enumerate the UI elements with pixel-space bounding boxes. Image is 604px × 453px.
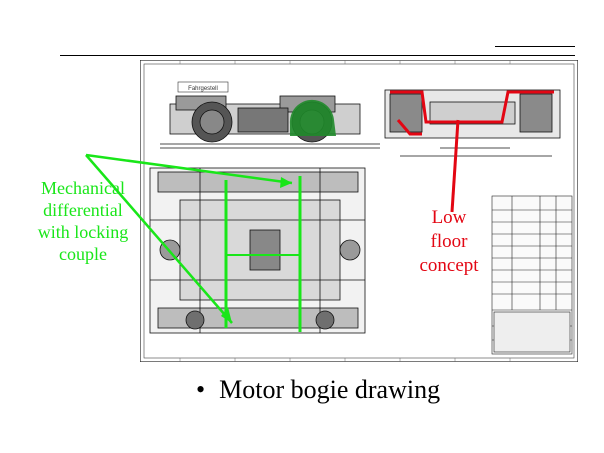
bullet-text: Motor bogie drawing bbox=[219, 375, 441, 404]
low-floor-callout: Low floor concept bbox=[404, 206, 494, 278]
differential-callout-line-1: Mechanical bbox=[41, 178, 125, 198]
bullet-glyph: • bbox=[196, 375, 206, 404]
title-rule-short bbox=[495, 46, 575, 47]
differential-callout: Mechanical differential with locking cou… bbox=[8, 177, 158, 265]
end-view bbox=[384, 89, 561, 157]
differential-callout-line-4: couple bbox=[59, 244, 107, 264]
red-pointer-line bbox=[450, 119, 460, 213]
low-floor-callout-line-2: floor bbox=[430, 231, 468, 252]
low-floor-callout-line-1: Low bbox=[431, 207, 467, 228]
plan-view bbox=[149, 167, 366, 334]
differential-callout-line-3: with locking bbox=[37, 222, 129, 242]
drawing-title-tag: Fahrgestell bbox=[188, 86, 218, 92]
differential-callout-line-2: differential bbox=[43, 200, 123, 220]
bullet-item: • Motor bogie drawing bbox=[196, 375, 440, 405]
low-floor-callout-line-3: concept bbox=[419, 255, 479, 276]
motor-bogie-drawing: Fahrgestell bbox=[140, 60, 578, 362]
title-block bbox=[491, 195, 573, 355]
title-rule-long bbox=[60, 55, 575, 56]
